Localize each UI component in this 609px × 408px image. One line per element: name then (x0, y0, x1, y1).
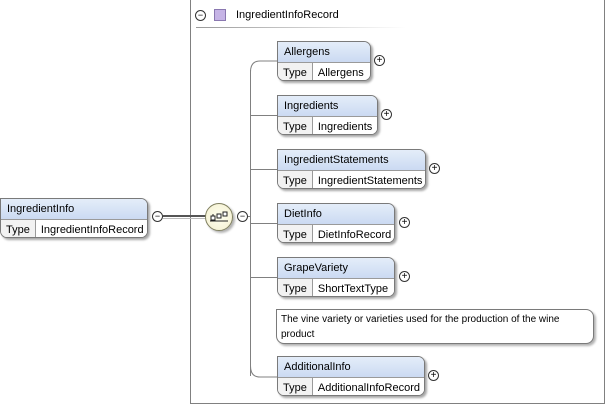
type-value: IngredientStatements (312, 171, 425, 188)
branch-ingredient-statements (251, 169, 277, 170)
root-element-type-row: Type IngredientInfoRecord (1, 220, 147, 237)
type-value: Allergens (312, 63, 370, 80)
type-label: Type (278, 171, 313, 188)
element-type-row: Type IngredientStatements (278, 171, 425, 188)
trunk-stub (248, 216, 251, 217)
expand-additional-info-icon[interactable]: + (428, 370, 439, 381)
element-type-row: Type AdditionalInfoRecord (278, 378, 424, 395)
frame-title-underline (196, 27, 406, 28)
element-name: DietInfo (278, 204, 394, 225)
type-value: Ingredients (312, 117, 377, 134)
collapse-sequence-icon[interactable]: − (237, 211, 248, 222)
branch-ingredients (251, 115, 277, 116)
element-type-row: Type DietInfoRecord (278, 225, 394, 242)
trunk-bottom-curve (250, 366, 278, 378)
branch-diet-info (251, 223, 277, 224)
type-label: Type (278, 279, 313, 296)
trunk-top-curve (250, 60, 278, 72)
root-type-label: Type (1, 220, 36, 237)
type-label: Type (278, 378, 313, 395)
element-name: GrapeVariety (278, 258, 394, 279)
element-type-row: Type Ingredients (278, 117, 377, 134)
element-name: IngredientStatements (278, 150, 425, 171)
sequence-compositor-icon[interactable] (205, 203, 233, 231)
root-element-name: IngredientInfo (1, 199, 147, 220)
element-diet-info[interactable]: DietInfo Type DietInfoRecord (277, 203, 395, 243)
complex-type-name: IngredientInfoRecord (236, 9, 339, 21)
expand-grape-variety-icon[interactable]: + (399, 271, 410, 282)
root-connector-shadow (163, 218, 206, 219)
root-type-value: IngredientInfoRecord (35, 220, 147, 237)
root-connector (163, 215, 206, 217)
element-additional-info[interactable]: AdditionalInfo Type AdditionalInfoRecord (277, 356, 425, 396)
element-ingredient-statements[interactable]: IngredientStatements Type IngredientStat… (277, 149, 426, 189)
element-type-row: Type ShortTextType (278, 279, 394, 296)
type-label: Type (278, 63, 313, 80)
expand-allergens-icon[interactable]: + (374, 55, 385, 66)
expand-diet-info-icon[interactable]: + (399, 217, 410, 228)
type-value: DietInfoRecord (312, 225, 394, 242)
element-allergens[interactable]: Allergens Type Allergens (277, 41, 371, 81)
grape-variety-documentation: The vine variety or varieties used for t… (276, 309, 594, 344)
type-value: AdditionalInfoRecord (312, 378, 424, 395)
element-type-row: Type Allergens (278, 63, 370, 80)
branch-grape-variety (251, 277, 277, 278)
element-ingredients[interactable]: Ingredients Type Ingredients (277, 95, 378, 135)
complex-type-icon (214, 9, 226, 21)
element-name: Allergens (278, 42, 370, 63)
sequence-glyph (210, 211, 228, 222)
collapse-complex-type-icon[interactable]: − (195, 10, 206, 21)
type-label: Type (278, 225, 313, 242)
expand-ingredients-icon[interactable]: + (381, 109, 392, 120)
type-value: ShortTextType (312, 279, 394, 296)
element-grape-variety[interactable]: GrapeVariety Type ShortTextType (277, 257, 395, 297)
expand-ingredient-statements-icon[interactable]: + (429, 163, 440, 174)
element-name: Ingredients (278, 96, 377, 117)
type-label: Type (278, 117, 313, 134)
element-name: AdditionalInfo (278, 357, 424, 378)
root-element-box[interactable]: IngredientInfo Type IngredientInfoRecord (0, 198, 148, 238)
collapse-root-icon[interactable]: − (152, 211, 163, 222)
tree-trunk (250, 70, 251, 376)
